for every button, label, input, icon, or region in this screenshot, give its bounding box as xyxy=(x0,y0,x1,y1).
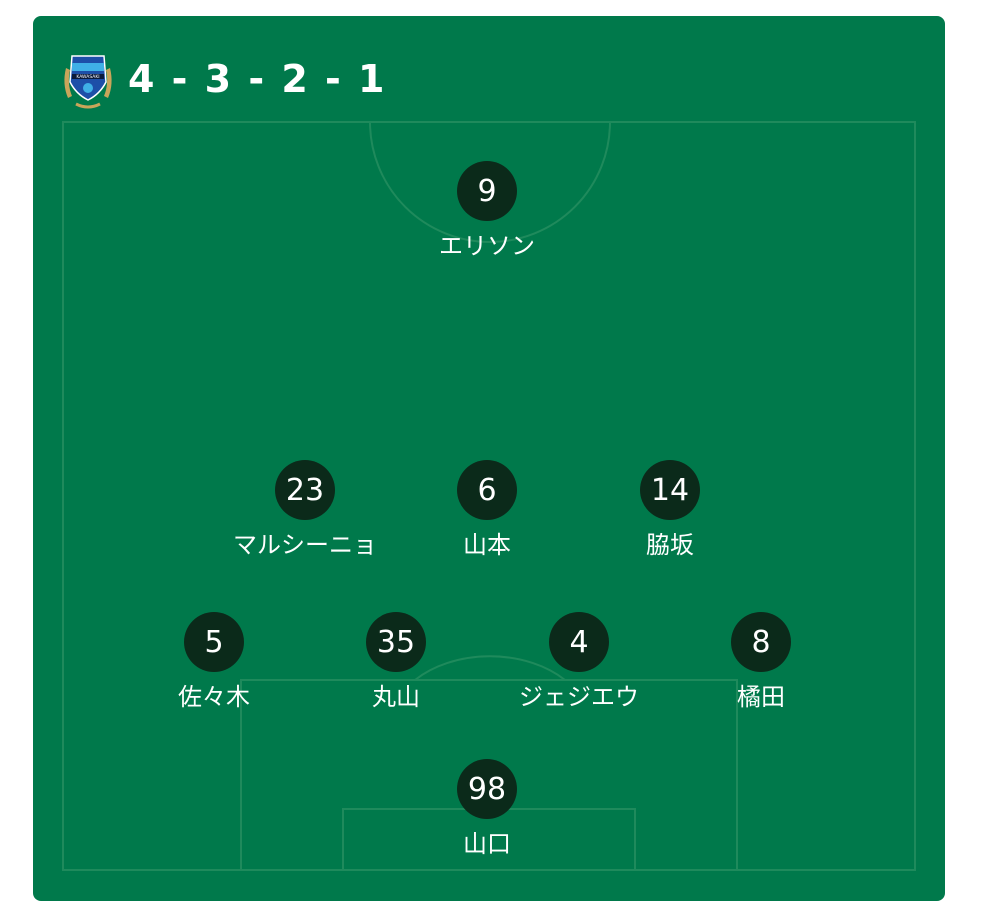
formation-card: KAWASAKI 4 - 3 - 2 - 1 9 エリソン 23 マルシーニョ … xyxy=(33,16,945,901)
player-name: ジェジエウ xyxy=(519,683,639,711)
player-name: エリソン xyxy=(439,232,535,260)
formation-label: 4 - 3 - 2 - 1 xyxy=(128,57,387,101)
player-name: 丸山 xyxy=(372,683,420,711)
player-name: 脇坂 xyxy=(646,531,694,559)
player-number: 6 xyxy=(457,460,517,520)
player-number: 35 xyxy=(366,612,426,672)
player-left-attacking-mid[interactable]: 23 マルシーニョ xyxy=(215,460,395,560)
player-right-back[interactable]: 8 橘田 xyxy=(671,612,851,712)
player-number: 4 xyxy=(549,612,609,672)
player-right-attacking-mid[interactable]: 14 脇坂 xyxy=(580,460,760,560)
emblem-text: KAWASAKI xyxy=(76,74,99,80)
player-left-back[interactable]: 5 佐々木 xyxy=(124,612,304,712)
kawasaki-frontale-crest-icon: KAWASAKI xyxy=(64,55,112,109)
player-goalkeeper[interactable]: 98 山口 xyxy=(397,759,577,859)
player-number: 9 xyxy=(457,161,517,221)
player-center-back-left[interactable]: 35 丸山 xyxy=(306,612,486,712)
player-number: 98 xyxy=(457,759,517,819)
player-name: 佐々木 xyxy=(178,683,250,711)
player-name: 橘田 xyxy=(737,683,785,711)
player-center-mid[interactable]: 6 山本 xyxy=(397,460,577,560)
player-number: 5 xyxy=(184,612,244,672)
player-number: 23 xyxy=(275,460,335,520)
player-number: 8 xyxy=(731,612,791,672)
player-name: 山本 xyxy=(463,531,511,559)
player-striker[interactable]: 9 エリソン xyxy=(397,161,577,261)
player-center-back-right[interactable]: 4 ジェジエウ xyxy=(489,612,669,712)
team-header: KAWASAKI 4 - 3 - 2 - 1 xyxy=(60,49,386,109)
player-name: 山口 xyxy=(463,830,511,858)
player-name: マルシーニョ xyxy=(233,531,377,559)
player-number: 14 xyxy=(640,460,700,520)
